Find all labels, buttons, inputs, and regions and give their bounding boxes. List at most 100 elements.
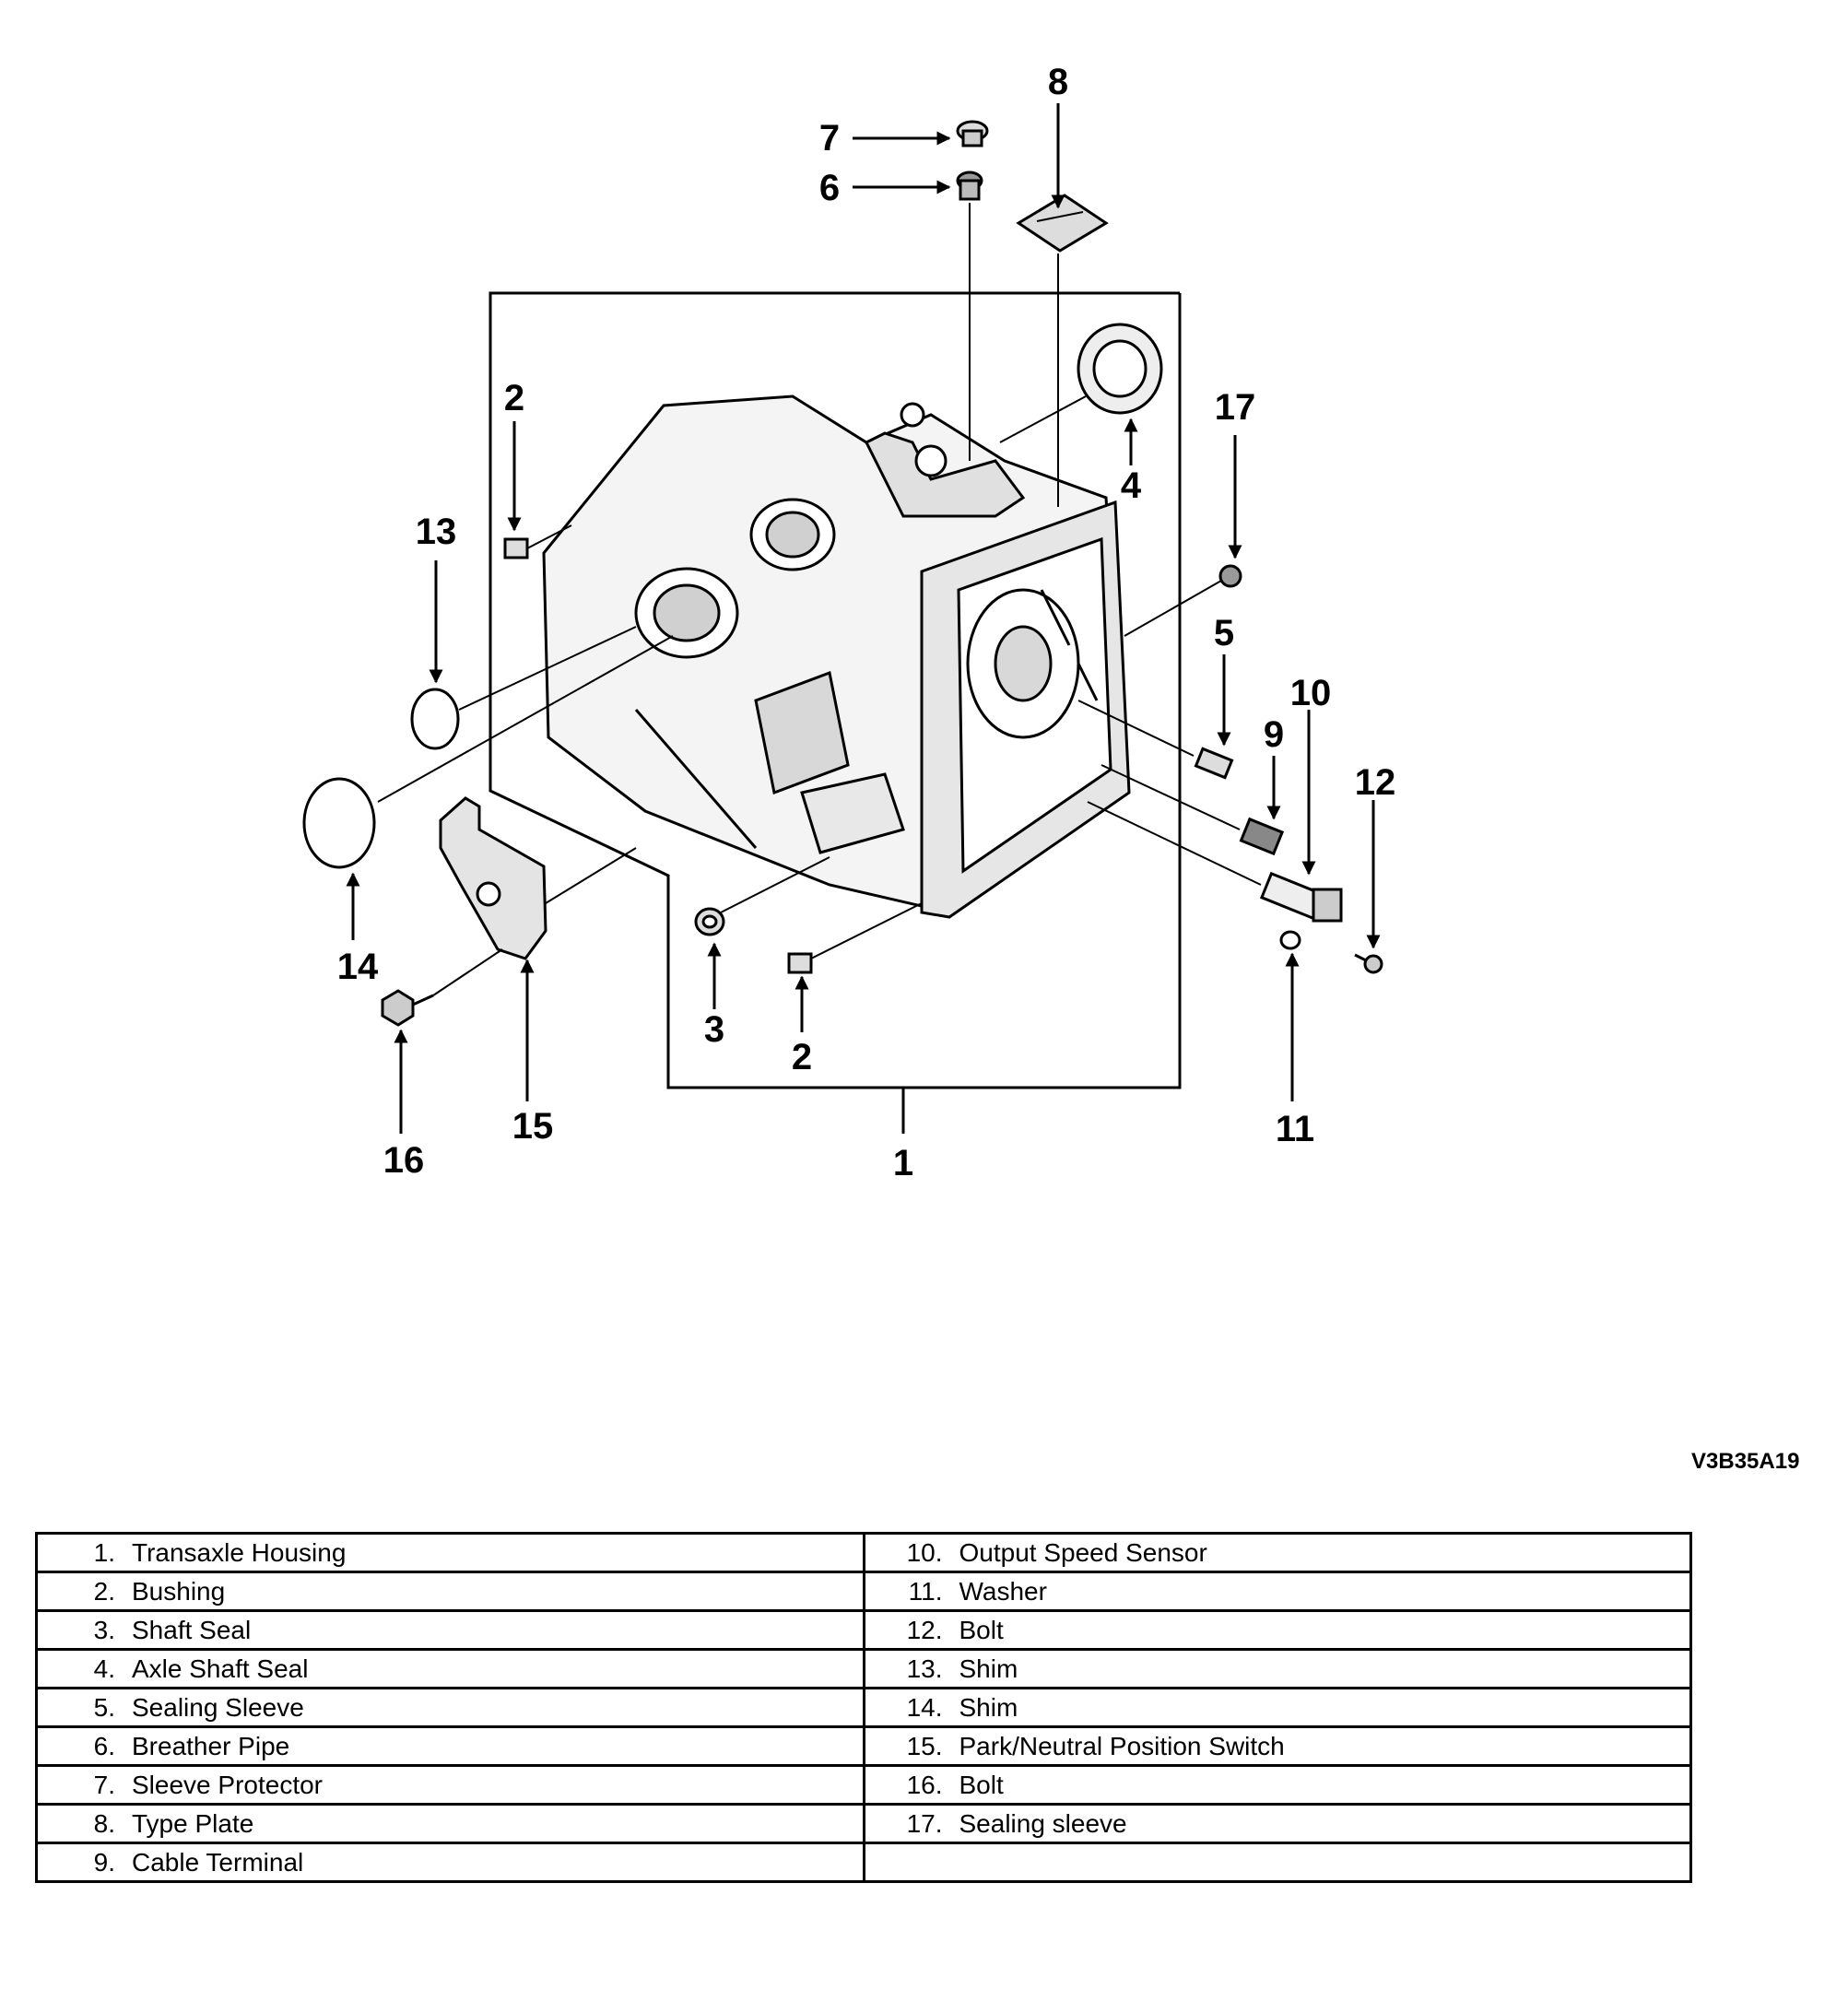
- legend-row: 5. Sealing Sleeve 14. Shim: [35, 1687, 1692, 1728]
- legend-item-label: Sleeve Protector: [132, 1770, 323, 1799]
- callout-12: 12: [1355, 762, 1396, 803]
- legend-row: 8. Type Plate 17. Sealing sleeve: [35, 1803, 1692, 1844]
- bushing-upper-part: [503, 537, 529, 559]
- legend-item-number: 12.: [906, 1615, 943, 1644]
- callout-15: 15: [512, 1106, 554, 1147]
- legend-item-number: 4.: [93, 1654, 115, 1683]
- exploded-view-diagram: 1 2 2 3 4 5 6 7 8 9 10 11 12 13 14 15 16…: [302, 62, 1396, 1183]
- legend-row: 9. Cable Terminal: [35, 1842, 1692, 1883]
- legend-row: 1. Transaxle Housing 10. Output Speed Senso…: [35, 1532, 1692, 1573]
- callout-17: 17: [1215, 387, 1256, 428]
- legend-cell-right: 16. Bolt: [862, 1764, 1692, 1806]
- shaft-seal-part: [694, 907, 725, 936]
- legend-item-label: Type Plate: [132, 1808, 254, 1838]
- legend-item-number: 2.: [93, 1576, 115, 1606]
- sealing-sleeve-17-part: [1218, 564, 1242, 588]
- callout-arrows: [346, 103, 1381, 1134]
- legend-item-label: Shaft Seal: [132, 1615, 252, 1644]
- parts-legend-body: 1. Transaxle Housing 10. Output Speed Senso…: [35, 1532, 1692, 1883]
- shim-13-part: [410, 688, 460, 750]
- park-neutral-switch-part: [439, 796, 547, 960]
- sleeve-protector-part: [956, 120, 989, 147]
- callout-10: 10: [1290, 673, 1332, 713]
- legend-cell-left: 9. Cable Terminal: [35, 1842, 865, 1883]
- legend-item-label: Breather Pipe: [132, 1731, 290, 1760]
- callout-11: 11: [1276, 1109, 1314, 1149]
- legend-item-number: 6.: [93, 1731, 115, 1760]
- callout-6: 6: [819, 168, 840, 208]
- sealing-sleeve-5-part: [1194, 747, 1234, 780]
- legend-item-label: Bolt: [959, 1770, 1004, 1799]
- legend-cell-left: 2. Bushing: [35, 1571, 865, 1612]
- legend-item-label: Sealing Sleeve: [132, 1692, 304, 1722]
- callout-4: 4: [1121, 465, 1142, 506]
- legend-item-number: 15.: [906, 1731, 943, 1760]
- bushing-lower-part: [787, 952, 813, 974]
- axle-shaft-seal-part: [1077, 323, 1163, 415]
- legend-item-number: 1.: [93, 1537, 115, 1567]
- shim-14-part: [302, 777, 376, 869]
- callout-7: 7: [819, 118, 840, 159]
- legend-cell-right: 11. Washer: [862, 1571, 1692, 1612]
- legend-item-label: Axle Shaft Seal: [132, 1654, 309, 1683]
- legend-item-number: 16.: [906, 1770, 943, 1799]
- legend-item-label: Cable Terminal: [132, 1847, 304, 1877]
- legend-item-label: Transaxle Housing: [132, 1537, 347, 1567]
- callout-16: 16: [383, 1140, 425, 1181]
- legend-cell-left: 7.Sleeve Protector: [35, 1764, 865, 1806]
- callout-13: 13: [416, 512, 457, 552]
- legend-row: 6. Breather Pipe 15. Park/Neutral Position …: [35, 1725, 1692, 1767]
- legend-item-number: 5.: [93, 1692, 115, 1722]
- bolt-16-part: [381, 989, 434, 1027]
- legend-cell-left: 4. Axle Shaft Seal: [35, 1648, 865, 1689]
- legend-item-number: 8.: [93, 1808, 115, 1838]
- legend-item-number: 10.: [906, 1537, 943, 1567]
- legend-cell-right: 14. Shim: [862, 1687, 1692, 1728]
- legend-cell-left: 8. Type Plate: [35, 1803, 865, 1844]
- legend-cell-right: [862, 1842, 1692, 1883]
- transaxle-housing: [542, 394, 1131, 919]
- figure-code: V3B35A19: [1691, 1449, 1800, 1474]
- housing-bracket: [488, 291, 1182, 1134]
- legend-item-label: Bushing: [132, 1576, 226, 1606]
- callout-14: 14: [337, 947, 379, 987]
- breather-pipe-part: [956, 171, 983, 201]
- type-plate-part: [1016, 194, 1109, 253]
- output-speed-sensor-part: [1259, 871, 1343, 923]
- legend-cell-right: 10. Output Speed Sensor: [862, 1532, 1692, 1573]
- legend-row: 7.Sleeve Protector 16. Bolt: [35, 1764, 1692, 1806]
- legend-cell-left: 5. Sealing Sleeve: [35, 1687, 865, 1728]
- legend-item-label: Shim: [959, 1654, 1018, 1683]
- callout-5: 5: [1214, 613, 1234, 653]
- legend-cell-left: 6. Breather Pipe: [35, 1725, 865, 1767]
- legend-item-label: Output Speed Sensor: [959, 1537, 1207, 1567]
- legend-cell-right: 17. Sealing sleeve: [862, 1803, 1692, 1844]
- cable-terminal-part: [1239, 817, 1285, 856]
- legend-item-number: 11.: [908, 1576, 943, 1606]
- legend-row: 4. Axle Shaft Seal 13. Shim: [35, 1648, 1692, 1689]
- legend-cell-left: 3. Shaft Seal: [35, 1609, 865, 1651]
- callout-8: 8: [1048, 62, 1068, 102]
- legend-item-number: 14.: [906, 1692, 943, 1722]
- legend-item-label: Park/Neutral Position Switch: [959, 1731, 1285, 1760]
- callout-labels: 1 2 2 3 4 5 6 7 8 9 10 11 12 13 14 15 16…: [337, 62, 1396, 1183]
- legend-item-label: Sealing sleeve: [959, 1808, 1127, 1838]
- legend-item-number: 17.: [906, 1808, 943, 1838]
- legend-item-number: 9.: [93, 1847, 115, 1877]
- legend-cell-right: 15. Park/Neutral Position Switch: [862, 1725, 1692, 1767]
- callout-2-lower: 2: [792, 1037, 812, 1077]
- legend-row: 2. Bushing 11. Washer: [35, 1571, 1692, 1612]
- callout-3: 3: [704, 1009, 724, 1050]
- washer-part: [1279, 930, 1301, 950]
- legend-item-label: Shim: [959, 1692, 1018, 1722]
- exploded-parts: [302, 120, 1383, 1027]
- legend-item-number: 13.: [906, 1654, 943, 1683]
- legend-item-label: Washer: [959, 1576, 1047, 1606]
- callout-1: 1: [893, 1143, 913, 1183]
- callout-2-upper: 2: [504, 378, 524, 418]
- bolt-12-part: [1354, 953, 1383, 974]
- legend-item-number: 3.: [93, 1615, 115, 1644]
- legend-cell-right: 12. Bolt: [862, 1609, 1692, 1651]
- legend-item-label: Bolt: [959, 1615, 1004, 1644]
- legend-cell-left: 1. Transaxle Housing: [35, 1532, 865, 1573]
